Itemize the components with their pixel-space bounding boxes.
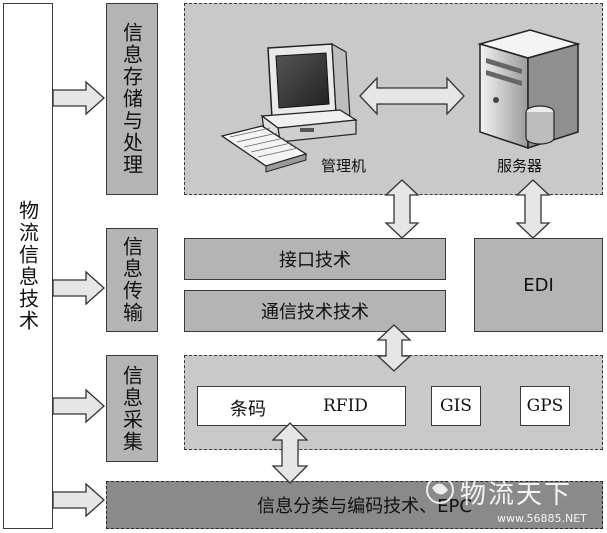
comm-tech-label: 通信技术技术 bbox=[261, 302, 369, 323]
edi-box: EDI bbox=[474, 238, 603, 332]
arrow-to-transmission bbox=[52, 270, 105, 306]
watermark-brand: 物流天下 bbox=[460, 480, 573, 510]
interface-tech-label: 接口技术 bbox=[279, 250, 351, 271]
edi-label: EDI bbox=[523, 274, 554, 296]
arrow-to-bottom bbox=[52, 482, 105, 518]
arrow-to-storage bbox=[52, 80, 105, 116]
bottom-bar-label: 信息分类与编码技术、EPC bbox=[257, 496, 472, 517]
computer-label: 管理机 bbox=[321, 157, 367, 175]
barcode-label: 条码 bbox=[230, 399, 266, 420]
gps-box: GPS bbox=[520, 386, 570, 426]
interface-tech-box: 接口技术 bbox=[184, 238, 446, 280]
bottom-bar: 信息分类与编码技术、EPC bbox=[106, 481, 603, 529]
main-category-box: 物流信息技术 bbox=[3, 3, 53, 529]
category-collection-label: 信息采集 bbox=[119, 364, 144, 453]
main-category-label: 物流信息技术 bbox=[15, 200, 40, 332]
comm-tech-box: 通信技术技术 bbox=[184, 290, 446, 332]
category-storage-label: 信息存储与处理 bbox=[119, 22, 144, 176]
barcode-rfid-box: 条码 RFID bbox=[197, 386, 406, 426]
gis-box: GIS bbox=[431, 386, 481, 426]
category-collection-box: 信息采集 bbox=[106, 355, 158, 462]
category-storage-box: 信息存储与处理 bbox=[106, 3, 158, 195]
gis-label: GIS bbox=[440, 396, 472, 416]
rfid-label: RFID bbox=[323, 396, 368, 416]
gps-label: GPS bbox=[526, 396, 564, 416]
server-label: 服务器 bbox=[497, 157, 543, 175]
category-transmission-label: 信息传输 bbox=[119, 236, 144, 324]
arrow-to-collection bbox=[52, 388, 105, 424]
watermark-url: www.56885.NET bbox=[497, 512, 587, 525]
category-transmission-box: 信息传输 bbox=[106, 228, 158, 332]
